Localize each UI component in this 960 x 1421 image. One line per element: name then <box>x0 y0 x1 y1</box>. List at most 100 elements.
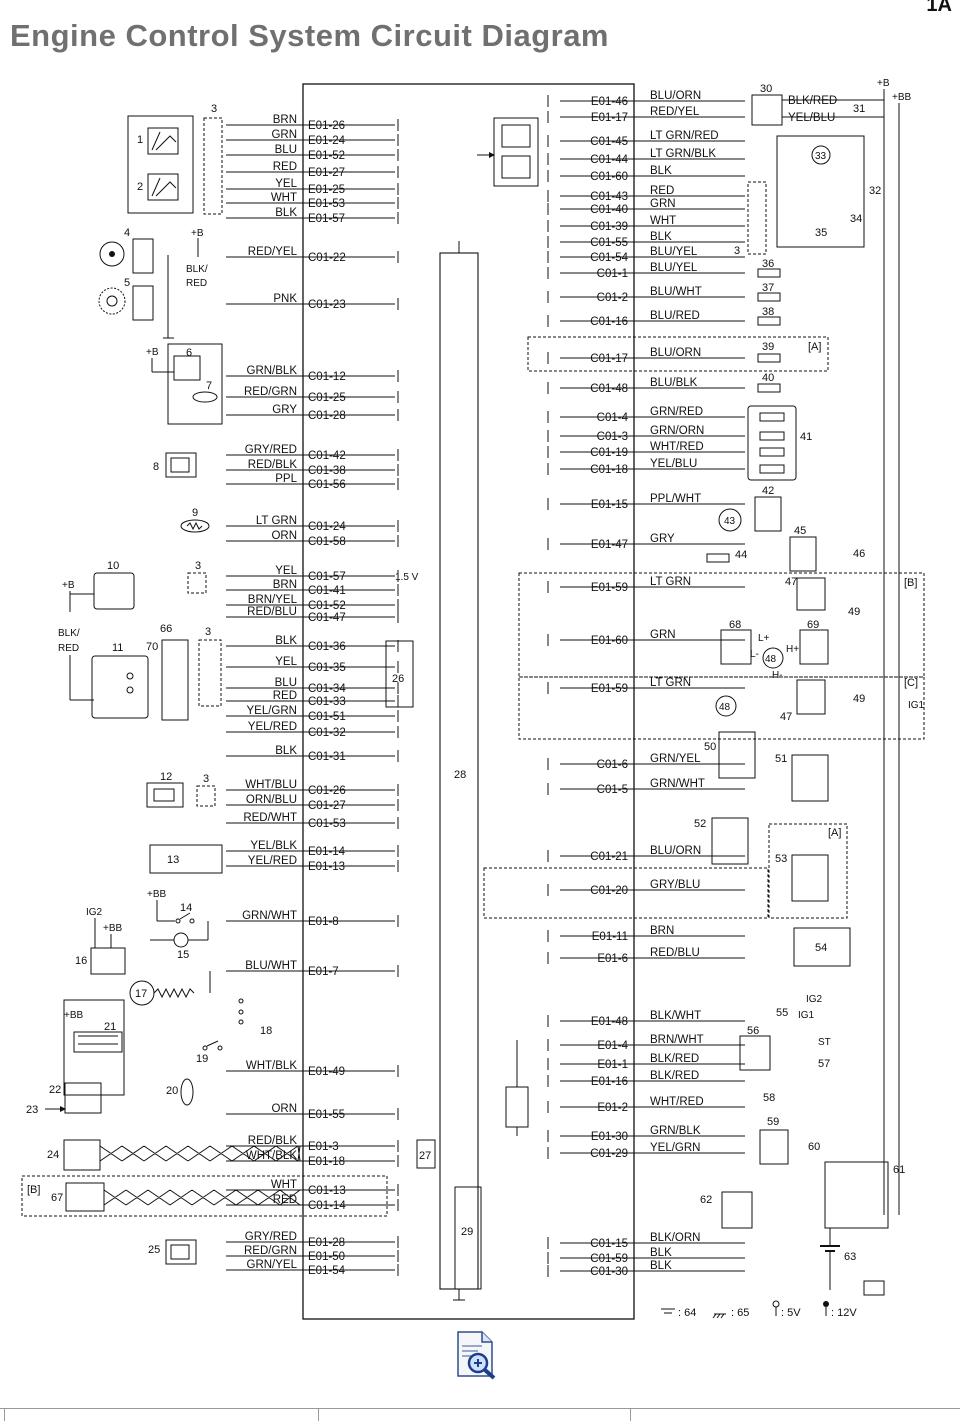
page-number: 1A <box>926 0 952 16</box>
wire-color-label: RED/BLK <box>248 1135 298 1147</box>
legend-ground-65: : 65 <box>731 1307 749 1319</box>
svg-text:31: 31 <box>853 103 865 115</box>
ig1-label: IG1 <box>908 700 925 711</box>
power-bb-label: +BB <box>892 92 912 103</box>
wire-color-label: YEL/BLK <box>250 840 297 852</box>
pin-label: C01-54 <box>590 252 628 264</box>
pin-label: C01-4 <box>597 412 629 424</box>
wire-color-label: RED/GRN <box>244 1245 297 1257</box>
wire-color-label: BLU/RED <box>650 310 700 322</box>
pin-label: C01-23 <box>308 299 346 311</box>
page-title: Engine Control System Circuit Diagram <box>10 18 609 53</box>
pin-label: C01-33 <box>308 696 346 708</box>
wire-color-label: RED/WHT <box>243 812 297 824</box>
pin-label: C01-18 <box>590 464 628 476</box>
pin-label: E01-16 <box>591 1076 628 1088</box>
wire-color-label: WHT/RED <box>650 1096 704 1108</box>
pin-label: E01-25 <box>308 184 345 196</box>
pin-label: C01-47 <box>308 612 346 624</box>
svg-text:49: 49 <box>853 693 865 705</box>
svg-text:63: 63 <box>844 1251 856 1263</box>
svg-text:19: 19 <box>196 1053 208 1065</box>
svg-text:+B: +B <box>191 228 204 239</box>
wire-color-label: YEL/BLU <box>788 112 835 124</box>
wire-color-label: GRN/BLK <box>650 1125 701 1137</box>
wire-color-label: RED <box>273 161 297 173</box>
footer-cell <box>4 1409 319 1421</box>
wire-color-label: GRN/YEL <box>650 753 701 765</box>
svg-text:22: 22 <box>49 1084 61 1096</box>
pin-label: C01-43 <box>590 191 628 203</box>
pin-label: C01-6 <box>597 759 628 771</box>
svg-text:+BB: +BB <box>147 889 167 900</box>
top-right-wire: BLK/RED <box>782 95 884 107</box>
pin-label: C01-31 <box>308 751 346 763</box>
pin-label: C01-58 <box>308 536 346 548</box>
wire-color-label: BLU/YEL <box>650 262 698 274</box>
pin-label: C01-5 <box>597 784 628 796</box>
pin-label: E01-28 <box>308 1237 345 1249</box>
pin-label: C01-41 <box>308 585 346 597</box>
left-wire-row: RED E01-27 <box>226 161 399 179</box>
left-wire-row: BLU/WHT E01-7 <box>226 960 399 978</box>
pin-label: E01-27 <box>308 167 345 179</box>
pin-label: C01-57 <box>308 571 346 583</box>
svg-text:51: 51 <box>775 753 787 765</box>
svg-text:47: 47 <box>785 576 797 588</box>
svg-text:48: 48 <box>719 702 731 713</box>
pin-label: E01-59 <box>591 683 628 695</box>
component-29 <box>454 1186 482 1290</box>
svg-text:37: 37 <box>762 282 774 294</box>
wire-color-label: BLU/WHT <box>650 286 702 298</box>
svg-text:IG1: IG1 <box>798 1010 815 1021</box>
pin-label: C01-14 <box>308 1200 346 1212</box>
wire-color-label: PPL <box>275 473 297 485</box>
svg-text:56: 56 <box>747 1025 759 1037</box>
svg-text:67: 67 <box>51 1192 63 1204</box>
wire-color-label: LT GRN/BLK <box>650 148 716 160</box>
pin-label: E01-13 <box>308 861 345 873</box>
pin-label: E01-48 <box>591 1016 628 1028</box>
svg-text:33: 33 <box>815 151 827 162</box>
svg-text:50: 50 <box>704 741 716 753</box>
pin-label: E01-7 <box>308 966 339 978</box>
svg-text:57: 57 <box>818 1058 830 1070</box>
zoom-icon[interactable] <box>452 1330 500 1380</box>
wire-color-label: BLK <box>275 635 297 647</box>
wire-color-label: ORN/BLU <box>246 794 297 806</box>
svg-text:3: 3 <box>211 103 217 115</box>
svg-text:46: 46 <box>853 548 865 560</box>
svg-text:26: 26 <box>392 673 404 685</box>
svg-text:5: 5 <box>124 277 130 289</box>
pin-label: C01-55 <box>590 237 628 249</box>
wire-color-label: RED/BLU <box>650 947 700 959</box>
wire-color-label: BLU/WHT <box>245 960 297 972</box>
wire-color-label: GRN/RED <box>650 406 703 418</box>
component-54 <box>793 927 851 967</box>
wire-color-label: YEL/GRN <box>650 1142 701 1154</box>
wire-color-label: BLK <box>275 207 297 219</box>
wire-color-label: BLK <box>275 745 297 757</box>
svg-text:23: 23 <box>26 1104 38 1116</box>
pin-label: E01-57 <box>308 213 345 225</box>
svg-text:RED: RED <box>186 278 207 289</box>
svg-text:47: 47 <box>780 711 792 723</box>
pin-label: C01-24 <box>308 521 346 533</box>
svg-text:11: 11 <box>112 642 123 654</box>
